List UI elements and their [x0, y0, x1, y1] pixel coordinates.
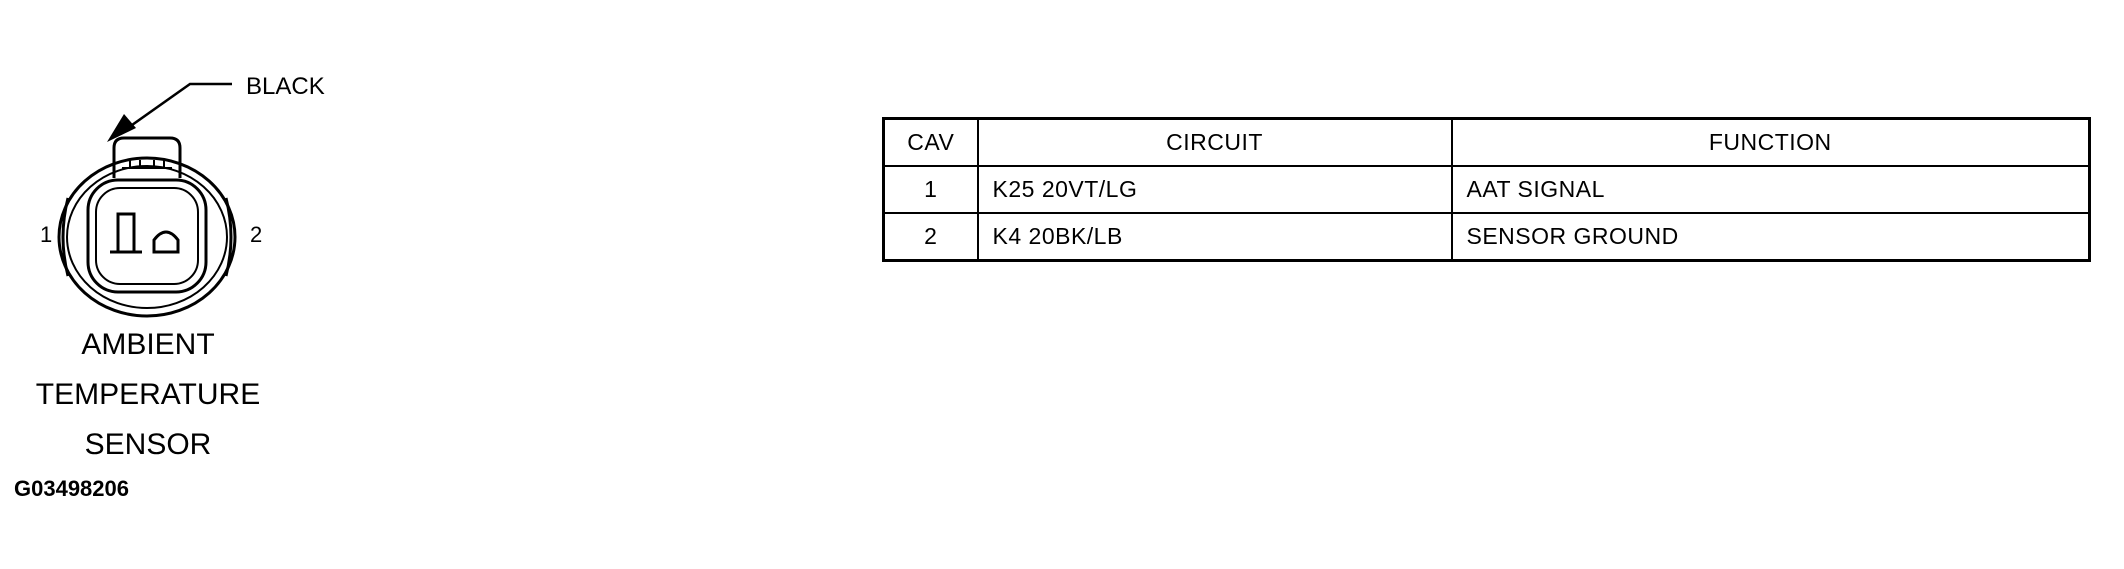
- cell-cav: 1: [882, 165, 979, 214]
- callout-arrow: [124, 82, 232, 132]
- connector-illustration: BLACK 1 2 AMBIENT TEMPERATURE SENSOR G03…: [14, 73, 325, 501]
- table-header-row: CAV CIRCUIT FUNCTION: [882, 117, 2091, 167]
- header-function: FUNCTION: [1450, 117, 2091, 167]
- cell-circuit: K4 20BK/LB: [976, 212, 1453, 262]
- figure-id: G03498206: [14, 476, 129, 501]
- table-row: 1 K25 20VT/LG AAT SIGNAL: [882, 165, 2091, 214]
- connector-name-line-3: SENSOR: [85, 428, 212, 461]
- callout-arrowhead: [107, 114, 136, 142]
- pin-number-right: 2: [250, 222, 262, 247]
- terminal-cavities: [110, 212, 180, 254]
- table-row: 2 K4 20BK/LB SENSOR GROUND: [882, 212, 2091, 262]
- header-circuit: CIRCUIT: [976, 117, 1453, 167]
- color-callout-label: BLACK: [246, 73, 325, 100]
- connector-name-line-2: TEMPERATURE: [36, 378, 260, 411]
- connector-body: [57, 136, 237, 318]
- cell-circuit: K25 20VT/LG: [976, 165, 1453, 214]
- cell-function: AAT SIGNAL: [1450, 165, 2091, 214]
- connector-name-line-1: AMBIENT: [81, 328, 214, 361]
- pin-assignment-table: CAV CIRCUIT FUNCTION 1 K25 20VT/LG AAT S…: [882, 117, 2091, 262]
- cell-cav: 2: [882, 212, 979, 262]
- pin-number-left: 1: [40, 222, 52, 247]
- header-cav: CAV: [882, 117, 979, 167]
- cell-function: SENSOR GROUND: [1450, 212, 2091, 262]
